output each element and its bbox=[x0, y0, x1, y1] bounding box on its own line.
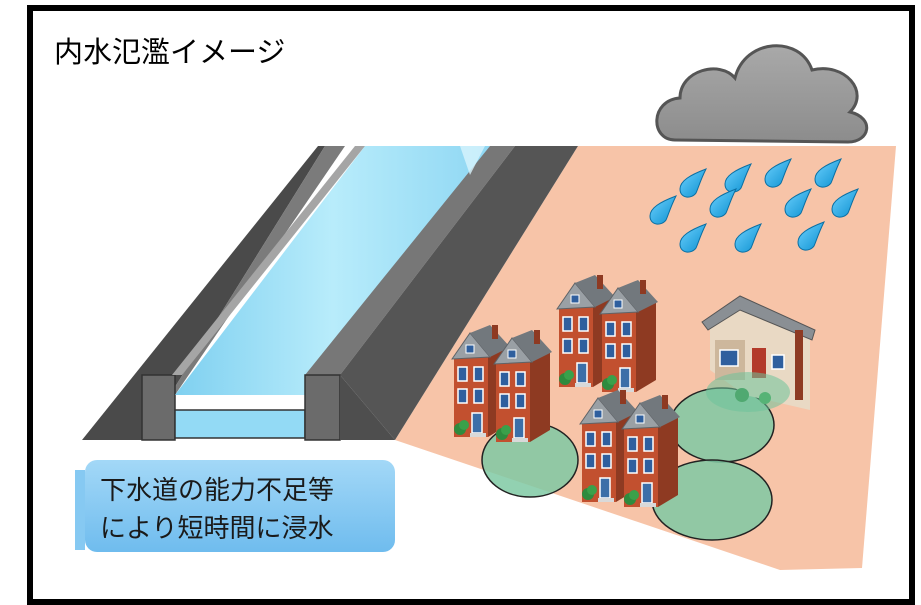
raindrop-icon bbox=[649, 195, 678, 225]
raindrop-icon bbox=[814, 158, 843, 188]
raindrop-icon bbox=[797, 221, 826, 251]
diagram-title: 内水氾濫イメージ bbox=[54, 35, 285, 69]
caption-line-2: により短時間に浸水 bbox=[100, 514, 333, 544]
raindrop-icon bbox=[679, 223, 708, 253]
raindrop-icon bbox=[679, 168, 708, 198]
caption-box: 下水道の能力不足等 により短時間に浸水 bbox=[75, 460, 395, 552]
river-channel bbox=[82, 146, 578, 441]
flood-overlay bbox=[706, 372, 790, 412]
raindrop-icon bbox=[734, 223, 763, 253]
raindrop-icon bbox=[831, 188, 860, 218]
cloud-icon bbox=[655, 44, 869, 144]
raindrop-icon bbox=[709, 188, 738, 218]
raindrop-icon bbox=[764, 158, 793, 188]
caption-line-1: 下水道の能力不足等 bbox=[100, 476, 334, 506]
raindrop-icon bbox=[784, 188, 813, 218]
rain bbox=[649, 158, 860, 253]
